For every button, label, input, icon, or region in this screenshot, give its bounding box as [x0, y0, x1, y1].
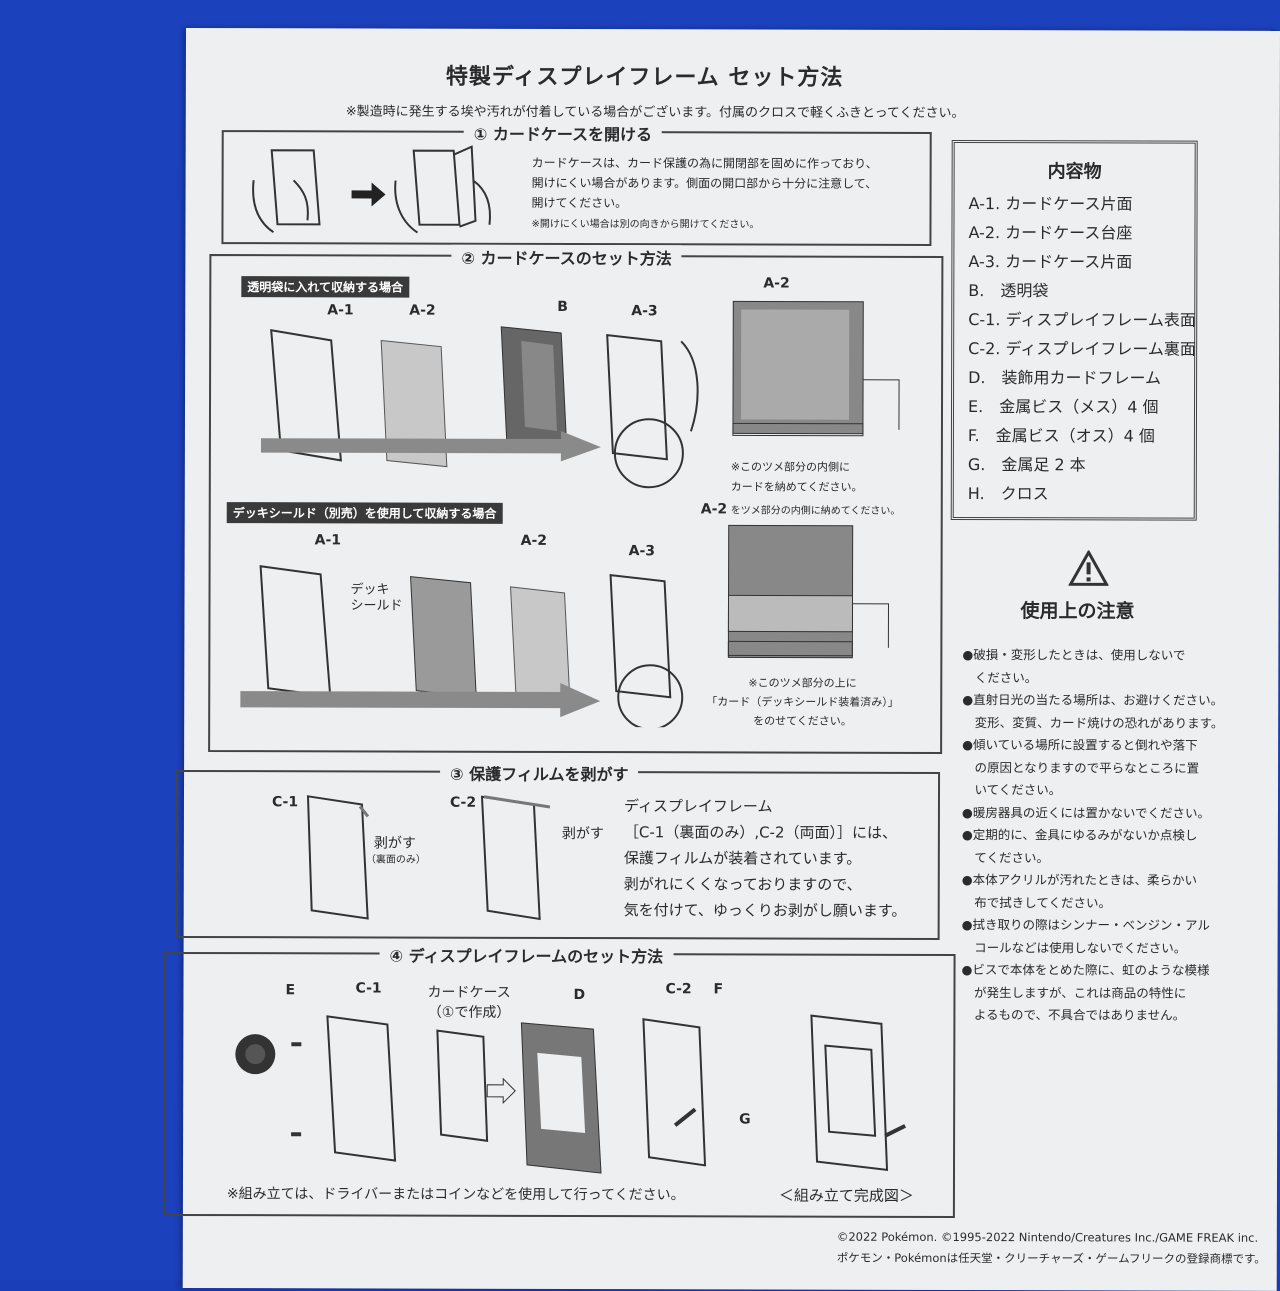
label-c2-4: C-2 [665, 981, 691, 997]
caution-title: 使用上の注意 [1020, 596, 1134, 623]
section-open-case: ① カードケースを開ける カードケースは、カード保護の為に開閉部を固めに作ってお… [221, 130, 931, 246]
open-case-illustration [233, 140, 523, 237]
contents-list: A-1. カードケース片面 A-2. カードケース台座 A-3. カードケース片… [968, 189, 1197, 509]
section3-line: 保護フィルムが装着されています。 [624, 845, 907, 872]
caution-line: ●直射日光の当たる場所は、お避けください。 [962, 689, 1262, 712]
section4-title: ④ ディスプレイフレームのセット方法 [380, 943, 674, 968]
label-a1: A-1 [327, 302, 353, 318]
case1-note: ※このツメ部分の内側に カードを納めてください。 [731, 457, 863, 497]
section-frame-setup: ④ ディスプレイフレームのセット方法 E C-1 カードケース （①で作成） D… [163, 952, 956, 1218]
caution-line: いてください。 [962, 779, 1262, 802]
caution-line: ●定期的に、金具にゆるみがないか点検し [962, 824, 1262, 847]
dust-note: ※製造時に発生する埃や汚れが付着している場合がございます。付属のクロスで軽くふき… [346, 100, 965, 121]
case1-zoom [731, 299, 911, 455]
note-line: をのせてください。 [706, 711, 899, 731]
note-line: ※このツメ部分の内側に [731, 457, 863, 477]
note-line: ※このツメ部分の上に [706, 673, 899, 693]
contents-item: F. 金属ビス（オス）4 個 [968, 421, 1196, 451]
caution-line: ●拭き取りの際はシンナー・ベンジン・アル [962, 914, 1262, 937]
page-title: 特製ディスプレイフレーム セット方法 [446, 59, 844, 92]
section-peel-film: ③ 保護フィルムを剥がす C-1 C-2 剥がす （裏面のみ） 剥がす ディスプ… [176, 770, 940, 940]
contents-item: G. 金属足 2 本 [968, 450, 1196, 480]
section3-body: ディスプレイフレーム ［C-1（裏面のみ）,C-2（両面）］には、 保護フィルム… [624, 793, 907, 924]
caution-line: ●本体アクリルが汚れたときは、柔らかい [962, 869, 1262, 892]
contents-item: A-3. カードケース片面 [968, 247, 1196, 277]
section1-body: カードケースは、カード保護の為に開閉部を固めに作っており、 開けにくい場合があり… [532, 153, 878, 214]
contents-item: E. 金属ビス（メス）4 個 [968, 392, 1196, 422]
label-b: B [557, 299, 568, 315]
label-c1-4: C-1 [355, 980, 381, 996]
contents-title: 内容物 [955, 157, 1195, 184]
section1-note: ※開けにくい場合は別の向きから開けてください。 [531, 215, 759, 236]
section3-title: ③ 保護フィルムを剥がす [440, 761, 639, 786]
case1-tag: 透明袋に入れて収納する場合 [241, 276, 409, 297]
note-line: カードを納めてください。 [731, 477, 863, 497]
case2-tag: デッキシールド（別売）を使用して収納する場合 [227, 502, 503, 524]
section-case-setup: ② カードケースのセット方法 透明袋に入れて収納する場合 A-1 A-2 B A… [208, 254, 943, 754]
section3-line: 気を付けて、ゆっくりお剥がし願います。 [624, 897, 907, 924]
label-a2: A-2 [409, 303, 435, 319]
zoom2-label: A-2 [701, 501, 727, 517]
caution-line: の原因となりますので平らなところに置 [962, 757, 1262, 780]
peel-label-2: 剥がす [562, 823, 604, 843]
label-a2-2: A-2 [521, 533, 547, 549]
caution-line: よるもので、不具合ではありません。 [961, 1004, 1261, 1027]
caution-line: 布で拭きしてください。 [962, 892, 1262, 915]
caution-line: ください。 [962, 667, 1262, 690]
section3-line: 剥がれにくくなっておりますので、 [624, 871, 907, 898]
contents-box: 内容物 A-1. カードケース片面 A-2. カードケース台座 A-3. カード… [951, 140, 1198, 521]
label-a3: A-3 [631, 303, 657, 319]
label-e: E [285, 982, 295, 998]
warning-icon [1069, 550, 1109, 586]
case2-illustration [240, 556, 690, 727]
case1-illustration [261, 320, 701, 491]
caution-line: が発生しますが、これは商品の特性に [961, 982, 1261, 1005]
section4-note: ※組み立ては、ドライバーまたはコインなどを使用して行ってください。 [227, 1184, 685, 1205]
section1-line: 開けてください。 [532, 193, 878, 214]
caution-line: コールなどは使用しないでください。 [962, 937, 1262, 960]
section1-line: カードケースは、カード保護の為に開閉部を固めに作っており、 [532, 153, 878, 174]
copyright-line: ©2022 Pokémon. ©1995-2022 Nintendo/Creat… [837, 1230, 1258, 1245]
caution-line: てください。 [962, 847, 1262, 870]
caution-list: ●破損・変形したときは、使用しないで ください。 ●直射日光の当たる場所は、お避… [961, 644, 1262, 1027]
label-f: F [713, 981, 723, 997]
contents-item: A-1. カードケース片面 [969, 189, 1197, 219]
caution-line: 変形、変質、カード焼けの恐れがあります。 [962, 712, 1262, 735]
zoom2-note: をツメ部分の内側に納めてください。 [731, 501, 901, 521]
section2-title: ② カードケースのセット方法 [451, 245, 681, 270]
case2-zoom [726, 523, 906, 673]
caution-line: ●破損・変形したときは、使用しないで [962, 644, 1262, 667]
contents-item: A-2. カードケース台座 [968, 218, 1196, 248]
contents-item: C-1. ディスプレイフレーム表面 [968, 305, 1196, 335]
label-a1-2: A-1 [315, 532, 341, 548]
section3-line: ディスプレイフレーム [624, 793, 907, 820]
instruction-sheet: 特製ディスプレイフレーム セット方法 ※製造時に発生する埃や汚れが付着している場… [183, 28, 1280, 1291]
trademark-line: ポケモン・Pokémonは任天堂・クリーチャーズ・ゲームフリークの登録商標です。 [837, 1250, 1266, 1267]
section1-line: 開けにくい場合があります。側面の開口部から十分に注意して、 [532, 173, 878, 194]
complete-label: ＜組み立て完成図＞ [779, 1186, 914, 1206]
peel-illustration [288, 792, 578, 929]
contents-item: H. クロス [968, 479, 1196, 509]
label-case-line: カードケース [427, 983, 510, 1003]
frame-assembly-illustration [225, 1004, 925, 1182]
case2-note: ※このツメ部分の上に 「カード（デッキシールド装着済み）」 をのせてください。 [706, 673, 899, 731]
section3-line: ［C-1（裏面のみ）,C-2（両面）］には、 [624, 819, 907, 846]
note-line: 「カード（デッキシールド装着済み）」 [706, 692, 899, 712]
contents-item: D. 装飾用カードフレーム [968, 363, 1196, 393]
caution-line: ●暖房器具の近くには置かないでください。 [962, 802, 1262, 825]
contents-item: B. 透明袋 [968, 276, 1196, 306]
caution-line: ●ビスで本体をとめた際に、虹のような模様 [962, 959, 1262, 982]
peel-label-1-sub: （裏面のみ） [366, 850, 426, 870]
zoom1-label: A-2 [763, 276, 789, 292]
label-d: D [573, 987, 585, 1003]
contents-item: C-2. ディスプレイフレーム裏面 [968, 334, 1196, 364]
caution-line: ●傾いている場所に設置すると倒れや落下 [962, 734, 1262, 757]
